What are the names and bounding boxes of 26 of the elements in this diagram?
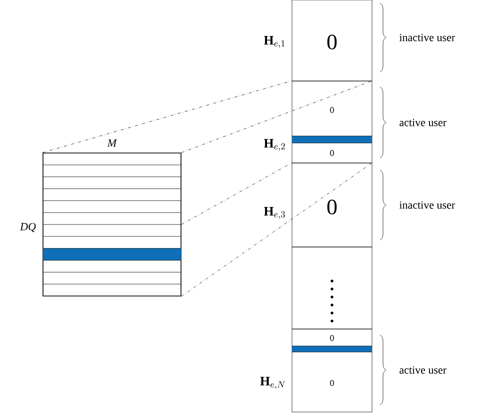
vector-block: [292, 328, 372, 412]
cell-value: 0: [327, 34, 337, 50]
dimension-label: DQ: [20, 222, 36, 232]
matrix-grid: [42, 152, 182, 296]
projection-line: [181, 80, 372, 153]
dimension-label: M: [107, 139, 118, 147]
projection-line: [181, 162, 372, 297]
brace-label: inactive user: [399, 34, 455, 42]
cell-value: 0: [330, 380, 334, 386]
brace-label: active user: [400, 366, 446, 374]
vector-block: [292, 162, 372, 248]
cell-value: 0: [330, 334, 334, 342]
vector-block: [292, 246, 372, 330]
projection-line: [42, 80, 292, 153]
cell-value: 0: [327, 200, 337, 214]
vector-block: [292, 0, 372, 82]
brace-label: active user: [400, 118, 446, 126]
cell-value: 0: [330, 150, 334, 156]
vector-block: [292, 80, 372, 164]
projection-line: [181, 162, 292, 225]
block-label: $\mathbf{H}_{e,3}$: [264, 206, 285, 220]
block-label: $\mathbf{H}_{e,1}$: [264, 36, 285, 48]
cell-value: 0: [330, 106, 334, 114]
brace-label: inactive user: [399, 201, 455, 209]
block-label: $\mathbf{H}_{e,N}$: [260, 376, 285, 390]
block-label: $\mathbf{H}_{e,2}$: [264, 138, 285, 152]
